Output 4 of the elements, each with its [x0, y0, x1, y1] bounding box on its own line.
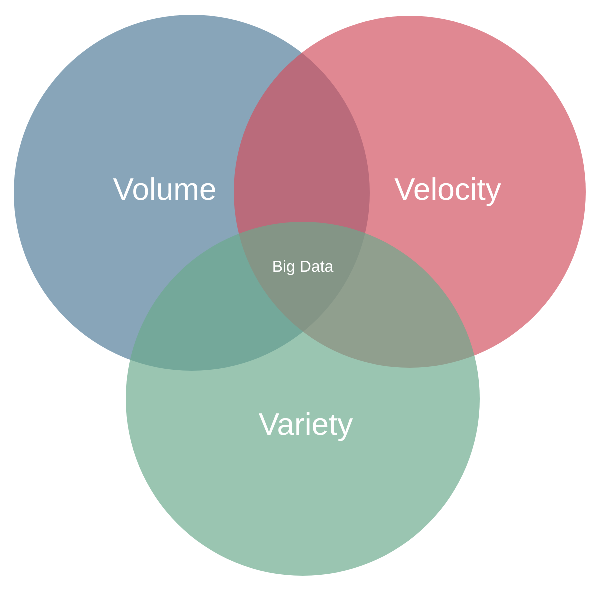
- circle-label: Variety: [258, 407, 354, 443]
- circle-label: Velocity: [394, 172, 502, 208]
- circle-label: Volume: [113, 172, 217, 208]
- center-label: Big Data: [272, 259, 334, 277]
